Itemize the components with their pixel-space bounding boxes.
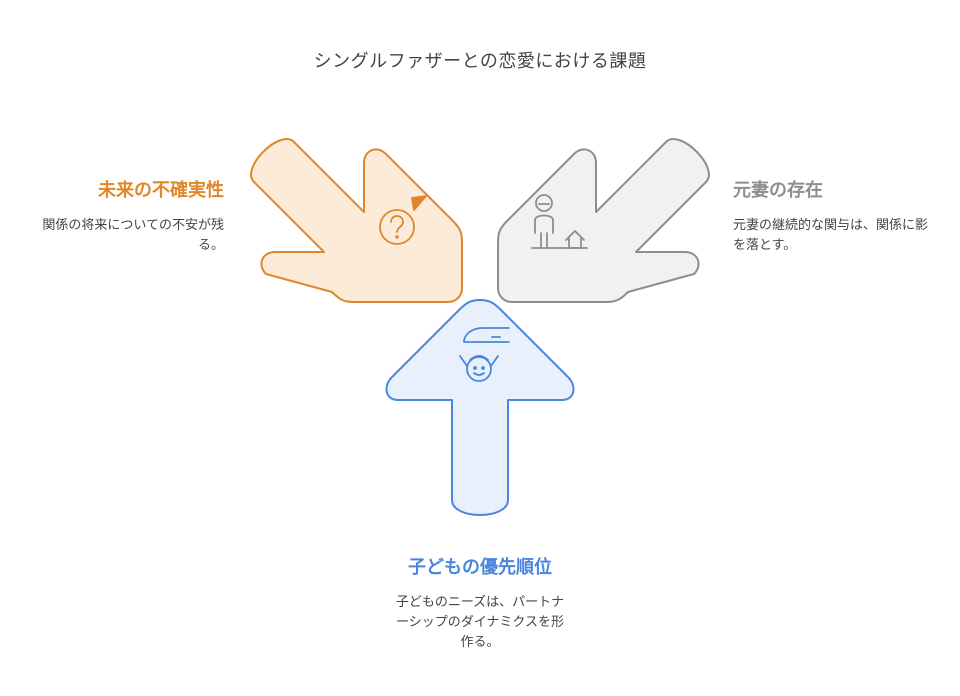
item-heading: 未来の不確実性 <box>98 180 224 201</box>
item-future-uncertainty: 未来の不確実性 関係の将来についての不安が残る。 <box>24 176 224 256</box>
person-house-icon <box>531 194 588 249</box>
item-ex-wife-presence: 元妻の存在 元妻の継続的な関与は、関係に影を落とす。 <box>733 176 933 256</box>
item-child-priority: 子どもの優先順位 子どものニーズは、パートナーシップのダイナミクスを形作る。 <box>380 553 580 653</box>
arrow-future-uncertainty <box>250 138 463 303</box>
item-description: 関係の将来についての不安が残る。 <box>42 218 224 253</box>
item-heading: 元妻の存在 <box>733 180 823 201</box>
arrow-ex-wife-presence <box>497 138 710 303</box>
arrow-child-priority <box>385 299 575 516</box>
child-hand-icon <box>459 327 510 382</box>
item-description: 子どものニーズは、パートナーシップのダイナミクスを形作る。 <box>395 595 565 650</box>
item-description: 元妻の継続的な関与は、関係に影を落とす。 <box>733 218 929 253</box>
item-heading: 子どもの優先順位 <box>408 557 552 578</box>
question-mark-icon <box>379 195 427 245</box>
page-title: シングルファザーとの恋愛における課題 <box>313 51 647 72</box>
